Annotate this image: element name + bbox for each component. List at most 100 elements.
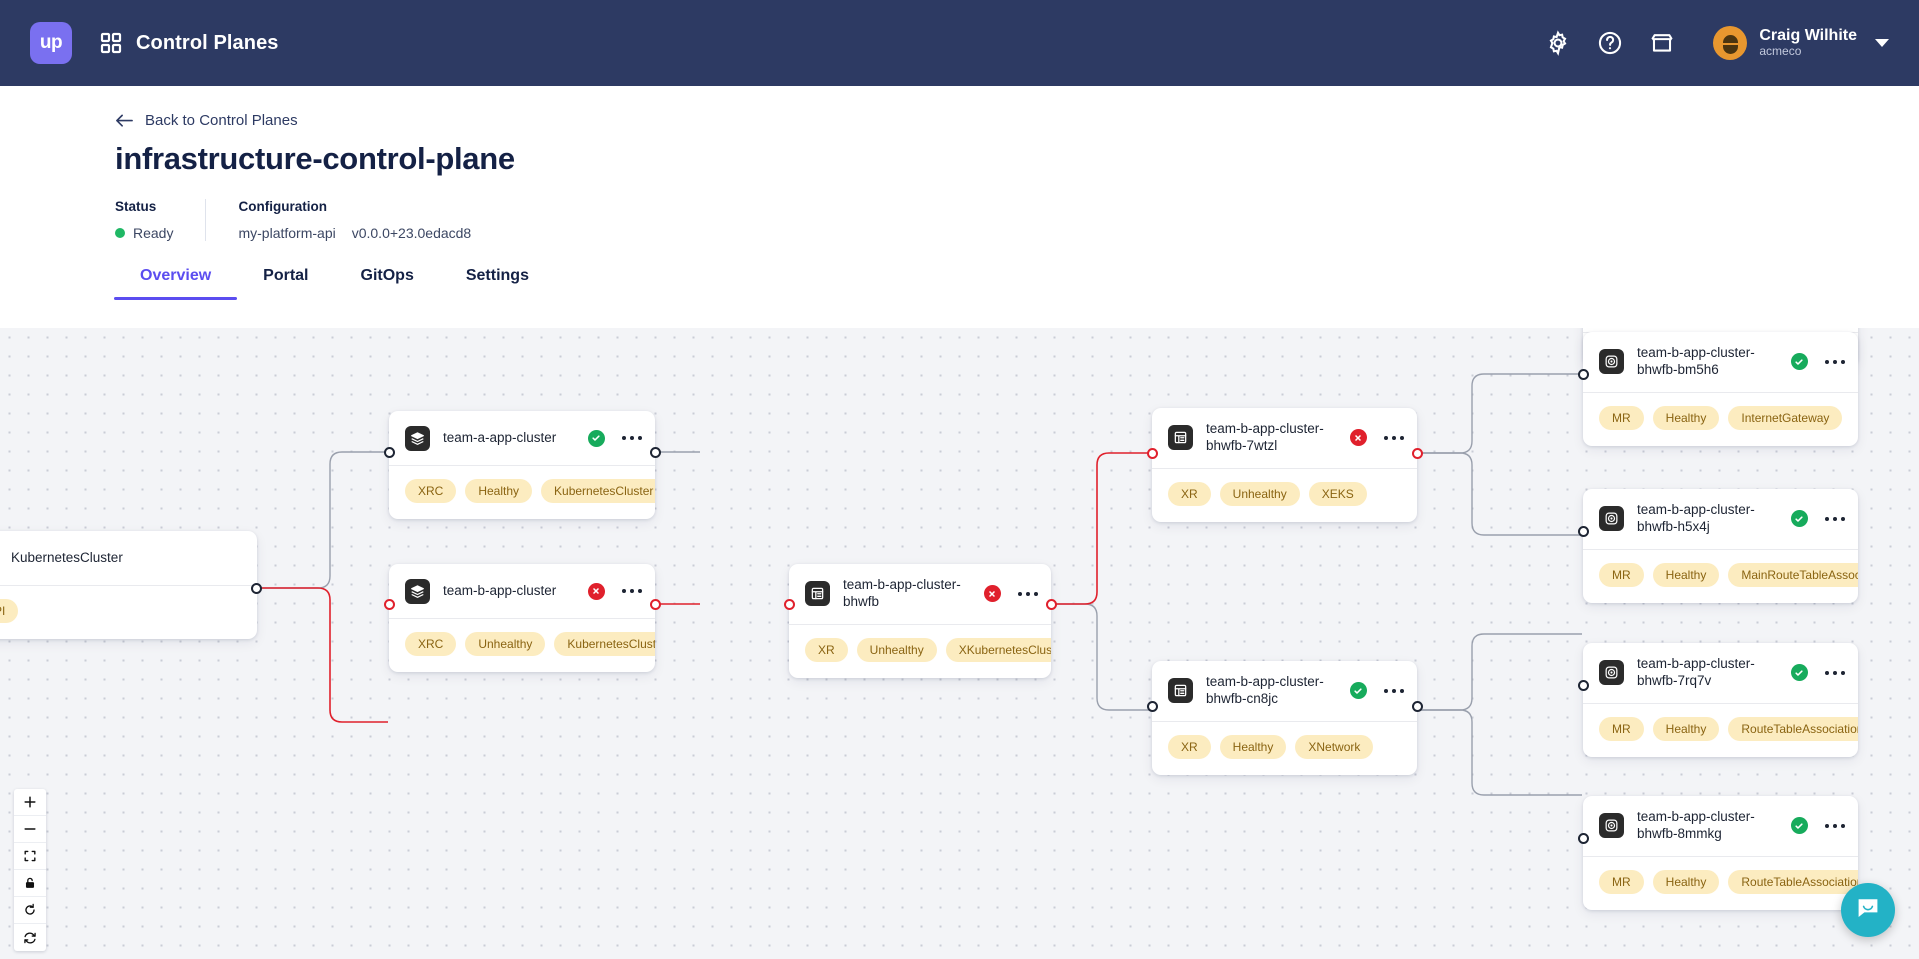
refresh-icon[interactable] <box>14 897 46 924</box>
node-handle-left[interactable] <box>1578 526 1589 537</box>
node-handle-left[interactable] <box>1578 369 1589 380</box>
node-menu-button[interactable] <box>618 435 642 441</box>
node-menu-button[interactable] <box>1821 670 1845 676</box>
tab-portal-label: Portal <box>263 267 309 284</box>
node-menu-button[interactable] <box>1821 823 1845 829</box>
node-team-b-app-cluster-bhwfb[interactable]: team-b-app-cluster-bhwfb XR Unhealthy XK… <box>789 564 1051 678</box>
zoom-out-icon[interactable] <box>14 816 46 843</box>
node-menu-button[interactable] <box>1821 516 1845 522</box>
status-healthy-icon <box>1790 510 1808 528</box>
node-team-b-app-cluster-bhwfb-7wtzl[interactable]: team-b-app-cluster-bhwfb-7wtzl XR Unheal… <box>1152 408 1417 522</box>
chat-launcher-button[interactable] <box>1841 883 1895 937</box>
node-title: team-b-app-cluster-bhwfb-bm5h6 <box>1637 345 1755 377</box>
target-icon <box>1599 349 1624 375</box>
status-healthy-icon <box>587 429 605 447</box>
sync-icon[interactable] <box>14 924 46 951</box>
node-title: team-b-app-cluster-bhwfb-h5x4j <box>1637 502 1755 534</box>
status-label: Status <box>115 199 157 214</box>
node-tag: MR <box>1599 716 1644 741</box>
arrow-left-icon <box>115 113 134 128</box>
node-tag: KubernetesCluster <box>541 479 655 503</box>
node-team-b-app-cluster-bhwfb-7rq7v[interactable]: team-b-app-cluster-bhwfb-7rq7v MR Health… <box>1583 643 1858 757</box>
node-team-b-app-cluster-bhwfb-8mmkg[interactable]: team-b-app-cluster-bhwfb-8mmkg MR Health… <box>1583 796 1858 910</box>
tab-overview[interactable]: Overview <box>114 267 238 300</box>
node-handle-right[interactable] <box>1046 599 1057 610</box>
node-tag: Healthy <box>1652 716 1720 741</box>
node-team-b-app-cluster-bhwfb-cn8jc[interactable]: team-b-app-cluster-bhwfb-cn8jc XR Health… <box>1152 661 1417 775</box>
node-team-b-app-cluster[interactable]: team-b-app-cluster XRC Unhealthy Kuberne… <box>389 564 655 672</box>
node-team-b-app-cluster-bhwfb-h5x4j[interactable]: team-b-app-cluster-bhwfb-h5x4j MR Health… <box>1583 489 1858 603</box>
configuration-label: Configuration <box>238 199 327 214</box>
node-kubernetes-cluster[interactable]: K KubernetesCluster API <box>0 531 257 639</box>
node-tag: MR <box>1599 405 1644 430</box>
gear-icon[interactable] <box>1545 30 1571 56</box>
node-menu-button[interactable] <box>1380 435 1404 441</box>
node-title: KubernetesCluster <box>11 549 123 565</box>
node-handle-left[interactable] <box>1147 448 1158 459</box>
page-header: Back to Control Planes infrastructure-co… <box>0 86 1919 300</box>
node-tag: XNetwork <box>1295 734 1374 759</box>
status-value: Ready <box>133 225 174 241</box>
fit-view-icon[interactable] <box>14 843 46 870</box>
lock-icon[interactable] <box>14 870 46 897</box>
node-tag: XR <box>1168 481 1211 506</box>
node-handle-right[interactable] <box>1412 701 1423 712</box>
node-tag: Healthy <box>1652 869 1720 894</box>
node-menu-button[interactable] <box>1380 688 1404 694</box>
node-tag: InternetGateway <box>1728 405 1843 430</box>
node-handle-left[interactable] <box>1147 701 1158 712</box>
node-handle-left[interactable] <box>784 599 795 610</box>
node-handle-right[interactable] <box>1412 448 1423 459</box>
node-title: team-b-app-cluster-bhwfb-7rq7v <box>1637 656 1755 688</box>
back-link-label: Back to Control Planes <box>145 112 298 129</box>
node-handle-right[interactable] <box>251 583 262 594</box>
status-healthy-icon <box>1790 664 1808 682</box>
tab-gitops[interactable]: GitOps <box>335 267 440 300</box>
tab-settings-label: Settings <box>465 267 529 284</box>
nav-right-actions: Craig Wilhite acmeco <box>1545 26 1889 60</box>
node-handle-right[interactable] <box>650 447 661 458</box>
node-menu-button[interactable] <box>1821 359 1845 365</box>
node-menu-button[interactable] <box>1014 591 1038 597</box>
node-tag: XR <box>805 637 848 662</box>
tab-gitops-label: GitOps <box>360 267 414 284</box>
user-name: Craig Wilhite <box>1759 26 1857 44</box>
node-handle-left[interactable] <box>1578 833 1589 844</box>
chevron-down-icon <box>1875 39 1889 47</box>
node-tag: Healthy <box>465 479 533 503</box>
node-title: team-b-app-cluster-bhwfb-8mmkg <box>1637 809 1755 841</box>
node-title: team-b-app-cluster-bhwfb <box>843 577 961 609</box>
configuration-name[interactable]: my-platform-api <box>238 225 336 241</box>
resource-graph-canvas[interactable]: K KubernetesCluster API team-a-app-clust… <box>0 328 1919 959</box>
grid-icon <box>100 32 122 54</box>
node-menu-button[interactable] <box>618 588 642 594</box>
page-title: infrastructure-control-plane <box>115 141 515 176</box>
tab-settings[interactable]: Settings <box>440 267 555 300</box>
target-icon <box>1599 506 1624 532</box>
status-unhealthy-icon <box>587 582 605 600</box>
brand-logo[interactable]: up <box>30 22 72 64</box>
tab-portal[interactable]: Portal <box>237 267 334 300</box>
layers-icon <box>405 578 430 604</box>
node-team-b-app-cluster-bhwfb-bm5h6[interactable]: team-b-app-cluster-bhwfb-bm5h6 MR Health… <box>1583 332 1858 446</box>
tab-bar: Overview Portal GitOps Settings <box>114 267 1919 300</box>
avatar <box>1713 26 1748 60</box>
marketplace-icon[interactable] <box>1649 30 1675 56</box>
app-switcher[interactable]: Control Planes <box>100 32 279 55</box>
node-tag: XEKS <box>1308 481 1367 506</box>
grid-list-icon <box>1168 678 1193 704</box>
help-icon[interactable] <box>1597 30 1623 56</box>
zoom-in-icon[interactable] <box>14 789 46 816</box>
node-handle-left[interactable] <box>384 447 395 458</box>
status-healthy-icon <box>1790 353 1808 371</box>
back-to-control-planes-link[interactable]: Back to Control Planes <box>115 112 298 129</box>
status-healthy-icon <box>1790 817 1808 835</box>
node-handle-left[interactable] <box>384 599 395 610</box>
node-handle-left[interactable] <box>1578 680 1589 691</box>
user-menu[interactable]: Craig Wilhite acmeco <box>1713 26 1889 60</box>
node-team-a-app-cluster[interactable]: team-a-app-cluster XRC Healthy Kubernete… <box>389 411 655 519</box>
layers-icon <box>405 425 430 451</box>
node-handle-right[interactable] <box>650 599 661 610</box>
page-meta: Status Ready Configuration my-platform-a… <box>115 199 1919 241</box>
configuration-block: Configuration my-platform-api v0.0.0+23.… <box>205 199 503 241</box>
